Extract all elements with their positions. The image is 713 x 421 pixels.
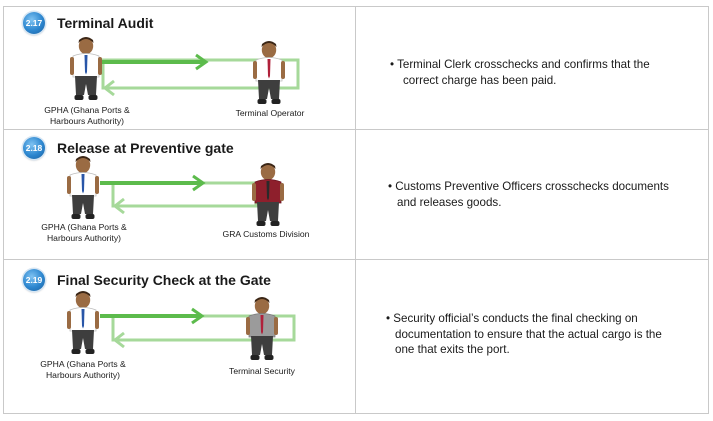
forward-arrow-head — [191, 307, 205, 325]
forward-arrow-head — [195, 53, 209, 71]
step-title: Terminal Audit — [57, 15, 154, 31]
step-title: Release at Preventive gate — [57, 140, 234, 156]
person-icon-gra-customs — [252, 163, 284, 226]
actor-label-gpha: GPHA (Ghana Ports &Harbours Authority) — [44, 105, 130, 126]
actor-label-gra-customs: GRA Customs Division — [222, 229, 310, 239]
person-icon-gpha — [67, 291, 99, 354]
return-arrow-head — [102, 79, 115, 97]
actor-label-gpha: GPHA (Ghana Ports &Harbours Authority) — [40, 359, 126, 380]
actor-label-terminal-security: Terminal Security — [229, 366, 295, 376]
row-divider — [4, 259, 708, 260]
return-arrow-head — [112, 197, 125, 215]
column-divider — [355, 7, 356, 413]
actor-label-gpha: GPHA (Ghana Ports &Harbours Authority) — [41, 222, 127, 243]
actor-label-terminal-operator: Terminal Operator — [235, 108, 305, 118]
step-number-badge: 2.18 — [23, 137, 45, 159]
return-arrow-head — [112, 331, 125, 349]
person-icon-terminal-security — [246, 297, 278, 360]
person-icon-gpha — [70, 37, 102, 100]
process-table — [3, 6, 709, 414]
step-number-badge: 2.19 — [23, 269, 45, 291]
step-description: • Customs Preventive Officers crosscheck… — [388, 180, 669, 209]
step-description: • Security official’s conducts the final… — [386, 312, 662, 356]
forward-arrow-head — [192, 174, 206, 192]
person-icon-gpha — [67, 156, 99, 219]
step-description: • Terminal Clerk crosschecks and confirm… — [390, 58, 650, 87]
step-number-badge: 2.17 — [23, 12, 45, 34]
step-title: Final Security Check at the Gate — [57, 272, 271, 288]
person-icon-terminal-operator — [253, 41, 285, 104]
row-divider — [4, 129, 708, 130]
